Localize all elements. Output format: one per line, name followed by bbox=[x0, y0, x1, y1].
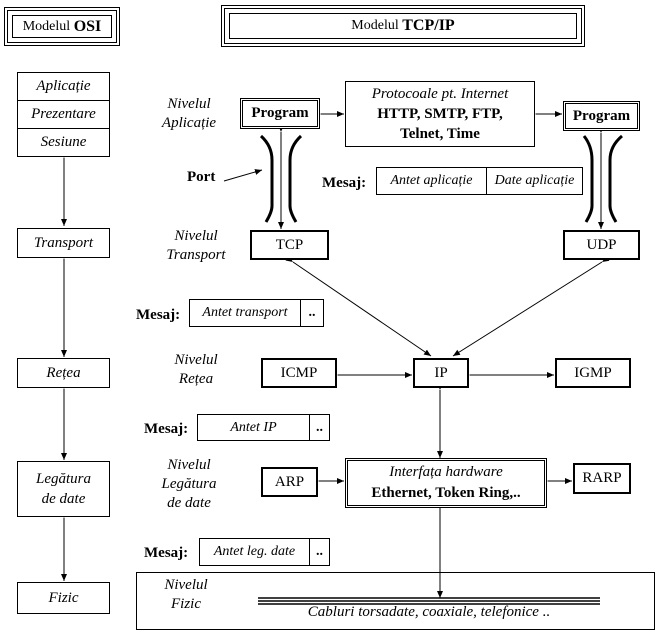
message-ip-dots: .. bbox=[309, 414, 330, 441]
program-box-right: Program bbox=[563, 101, 640, 131]
tcp-box: TCP bbox=[250, 230, 329, 260]
osi-layer-retea: Rețea bbox=[17, 358, 110, 388]
tcpip-header-bold: TCP/IP bbox=[402, 17, 455, 34]
hardware-title: Interfața hardware bbox=[389, 464, 503, 480]
port-pointer bbox=[223, 169, 263, 182]
hardware-line: Ethernet, Token Ring,.. bbox=[371, 485, 521, 501]
tcpip-model-header: Modelul TCP/IP bbox=[221, 5, 585, 47]
hardware-interface-box: Interfața hardware Ethernet, Token Ring,… bbox=[345, 458, 547, 508]
program-box-left: Program bbox=[240, 98, 320, 129]
message-transport-header: Antet transport bbox=[189, 299, 301, 327]
osi-model-header: Modelul OSI bbox=[4, 7, 120, 46]
rarp-box: RARP bbox=[573, 463, 631, 494]
cable-lines bbox=[258, 597, 600, 605]
physical-layer-frame bbox=[136, 572, 655, 630]
osi-header-bold: OSI bbox=[73, 17, 102, 35]
osi-layer-prezentare: Prezentare bbox=[17, 100, 110, 129]
ip-box: IP bbox=[413, 358, 469, 388]
osi-layer-transport: Transport bbox=[17, 228, 110, 258]
igmp-box: IGMP bbox=[555, 358, 631, 388]
port-label: Port bbox=[187, 169, 216, 185]
osi-layer-fizic: Fizic bbox=[17, 582, 110, 614]
protocols-title: Protocoale pt. Internet bbox=[371, 86, 509, 102]
protocols-line2: Telnet, Time bbox=[400, 126, 480, 142]
protocols-line1: HTTP, SMTP, FTP, bbox=[377, 106, 503, 122]
port-bracket-right bbox=[582, 134, 623, 223]
protocols-box: Protocoale pt. Internet HTTP, SMTP, FTP,… bbox=[345, 81, 535, 147]
message-label-app: Mesaj: bbox=[322, 175, 367, 191]
arrow-tcp-ip bbox=[285, 255, 432, 357]
message-ip-header: Antet IP bbox=[197, 414, 310, 441]
icmp-box: ICMP bbox=[261, 358, 337, 388]
osi-layer-aplicatie: Aplicație bbox=[17, 72, 110, 101]
arp-box: ARP bbox=[261, 467, 318, 497]
osi-legatura-line2: de date bbox=[41, 491, 86, 507]
message-label-transport: Mesaj: bbox=[136, 307, 181, 323]
osi-layer-sesiune: Sesiune bbox=[17, 128, 110, 157]
message-link-header: Antet leg. date bbox=[199, 538, 310, 566]
message-transport-dots: .. bbox=[300, 299, 324, 327]
message-app-data: Date aplicație bbox=[486, 167, 583, 195]
osi-legatura-line1: Legătura bbox=[35, 471, 91, 487]
osi-layer-legatura: Legătura de date bbox=[17, 461, 110, 517]
cables-label: Cabluri torsadate, coaxiale, telefonice … bbox=[307, 604, 551, 620]
message-label-link: Mesaj: bbox=[144, 545, 189, 561]
udp-box: UDP bbox=[563, 230, 640, 260]
port-bracket-left bbox=[259, 134, 303, 223]
message-app-header: Antet aplicație bbox=[376, 167, 487, 195]
message-label-ip: Mesaj: bbox=[144, 421, 189, 437]
tcpip-header-prefix: Modelul bbox=[351, 18, 399, 33]
osi-header-prefix: Modelul bbox=[22, 18, 71, 34]
arrow-udp-ip bbox=[452, 255, 610, 357]
message-link-dots: .. bbox=[309, 538, 330, 566]
